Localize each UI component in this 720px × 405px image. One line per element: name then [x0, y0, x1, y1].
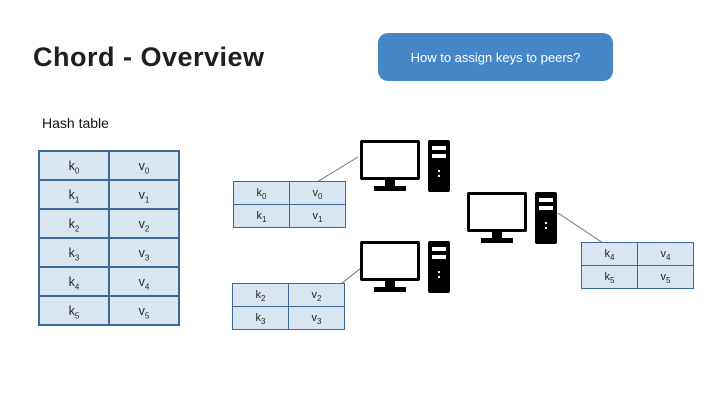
drive-slot	[432, 247, 446, 251]
drive-slot	[432, 255, 446, 259]
table-row: k4 v4	[581, 242, 694, 266]
key-cell: k1	[233, 204, 290, 228]
value-cell: v5	[637, 265, 694, 289]
peer-computer-3	[360, 241, 450, 293]
value-cell: v1	[289, 204, 346, 228]
drive-slot	[432, 146, 446, 150]
monitor-base	[374, 186, 406, 191]
table-row: k2 v2	[232, 283, 345, 307]
monitor-stand	[492, 232, 502, 238]
peer3-key-table: k2 v2 k3 v3	[232, 283, 345, 330]
value-cell: v2	[288, 283, 345, 307]
peer-computer-1	[360, 140, 450, 192]
key-cell: k2	[38, 208, 110, 239]
tower-icon	[428, 241, 450, 293]
drive-slot	[539, 198, 553, 202]
connector-line-peer1	[316, 156, 359, 183]
key-cell: k5	[38, 295, 110, 326]
key-cell: k5	[581, 265, 638, 289]
value-cell: v3	[108, 237, 180, 268]
drive-slot	[432, 154, 446, 158]
key-cell: k3	[232, 306, 289, 330]
monitor-stand	[385, 180, 395, 186]
table-row: k1 v1	[233, 204, 346, 228]
monitor-screen	[467, 192, 527, 232]
callout-text: How to assign keys to peers?	[410, 49, 581, 65]
table-row: k5 v5	[581, 265, 694, 289]
key-cell: k4	[38, 266, 110, 297]
table-row: k5 v5	[38, 295, 180, 326]
value-cell: v5	[108, 295, 180, 326]
connector-line-peer3	[340, 267, 362, 285]
table-row: k2 v2	[38, 208, 180, 239]
value-cell: v1	[108, 179, 180, 210]
monitor-screen	[360, 241, 420, 281]
tower-buttons	[438, 170, 440, 177]
monitor-icon	[467, 192, 527, 243]
tower-buttons	[545, 222, 547, 229]
key-cell: k0	[38, 150, 110, 181]
tower-icon	[428, 140, 450, 192]
table-row: k0 v0	[233, 181, 346, 205]
tower-icon	[535, 192, 557, 244]
table-row: k1 v1	[38, 179, 180, 210]
peer1-key-table: k0 v0 k1 v1	[233, 181, 346, 228]
value-cell: v4	[637, 242, 694, 266]
key-cell: k0	[233, 181, 290, 205]
key-cell: k3	[38, 237, 110, 268]
value-cell: v2	[108, 208, 180, 239]
hash-table: k0 v0 k1 v1 k2 v2 k3 v3 k4 v4 k5 v5	[38, 150, 180, 326]
key-cell: k4	[581, 242, 638, 266]
drive-slot	[539, 206, 553, 210]
key-cell: k2	[232, 283, 289, 307]
value-cell: v3	[288, 306, 345, 330]
monitor-base	[374, 287, 406, 292]
value-cell: v0	[108, 150, 180, 181]
table-row: k3 v3	[232, 306, 345, 330]
callout-box: How to assign keys to peers?	[378, 33, 613, 81]
slide-title: Chord - Overview	[33, 42, 265, 72]
peer-computer-2	[467, 192, 557, 244]
table-row: k0 v0	[38, 150, 180, 181]
tower-buttons	[438, 271, 440, 278]
hash-table-label: Hash table	[42, 115, 109, 131]
monitor-icon	[360, 241, 420, 292]
table-row: k4 v4	[38, 266, 180, 297]
value-cell: v4	[108, 266, 180, 297]
monitor-base	[481, 238, 513, 243]
key-cell: k1	[38, 179, 110, 210]
peer2-key-table: k4 v4 k5 v5	[581, 242, 694, 289]
table-row: k3 v3	[38, 237, 180, 268]
monitor-stand	[385, 281, 395, 287]
connector-line-peer2	[557, 212, 604, 244]
monitor-icon	[360, 140, 420, 191]
value-cell: v0	[289, 181, 346, 205]
monitor-screen	[360, 140, 420, 180]
